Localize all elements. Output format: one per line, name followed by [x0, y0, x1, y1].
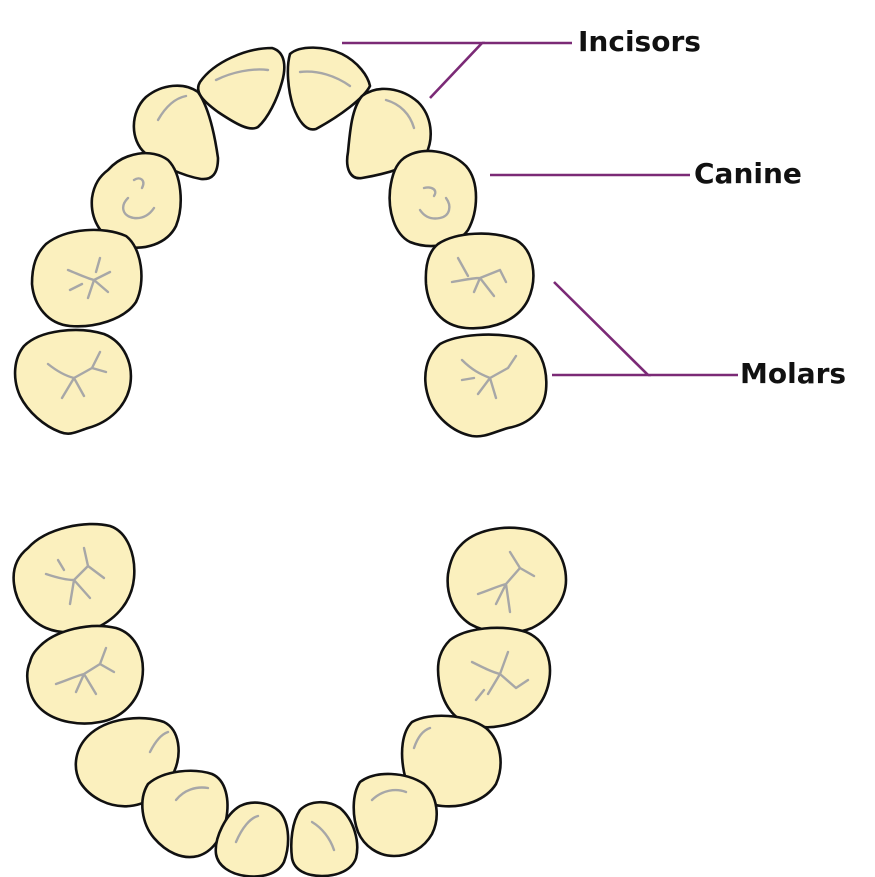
lower-left-lateral-incisor: [354, 774, 437, 856]
molars-leader-line: [552, 282, 648, 375]
molars-label: Molars: [740, 357, 846, 390]
lower-left-second-molar: [448, 528, 566, 633]
lower-left-first-molar: [438, 628, 550, 727]
lower-arch: [14, 524, 566, 876]
incisors-label: Incisors: [578, 25, 701, 58]
upper-right-central-incisor: [198, 48, 284, 129]
canine-label: Canine: [694, 157, 802, 190]
lower-right-lateral-incisor: [142, 771, 227, 857]
lower-left-central-incisor: [291, 802, 357, 876]
lower-right-second-molar: [14, 524, 135, 632]
upper-left-canine: [390, 151, 476, 246]
